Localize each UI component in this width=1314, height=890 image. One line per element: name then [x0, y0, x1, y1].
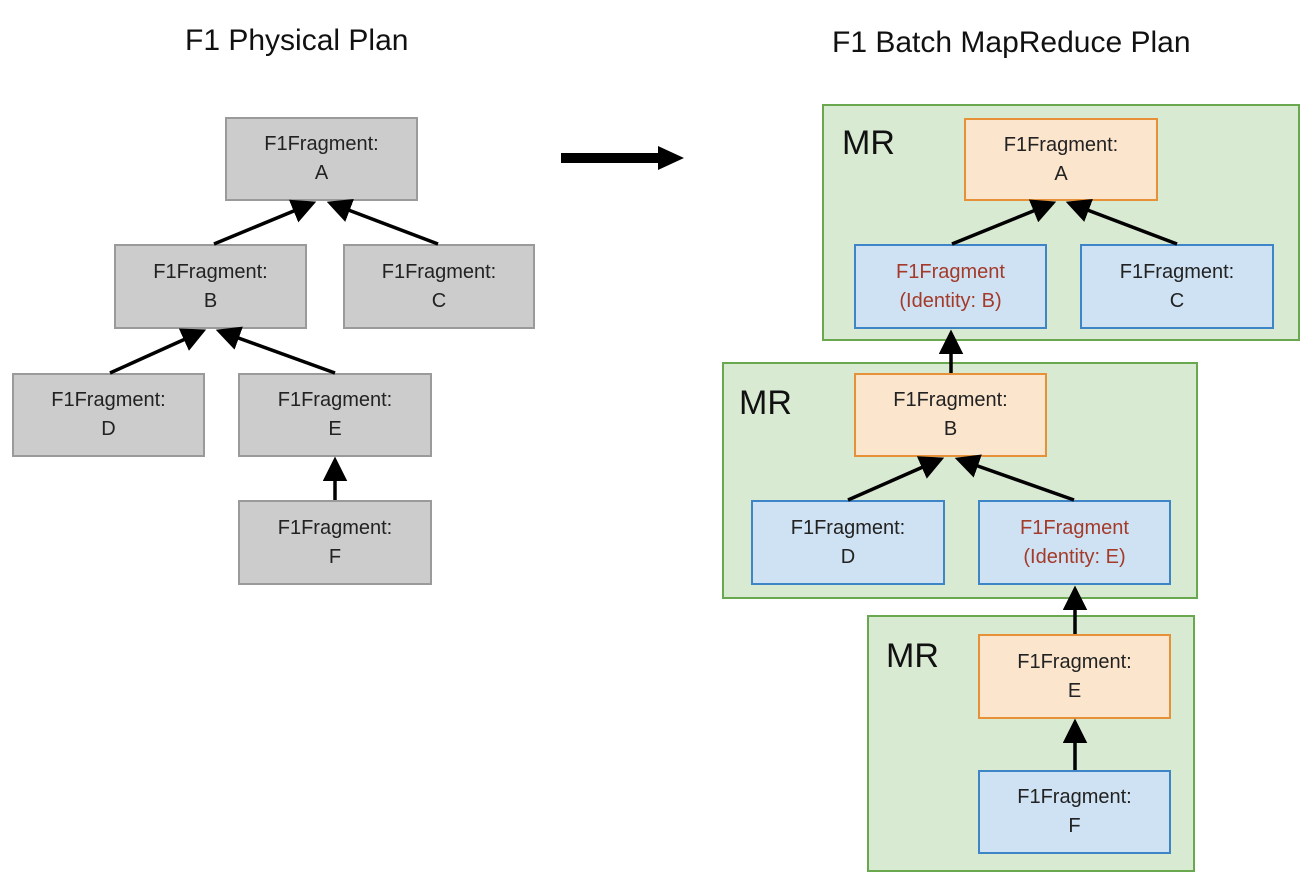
fragment-id: E [328, 418, 342, 440]
fragment-id: B [203, 289, 218, 312]
mr2-fragment-b: F1Fragment: B [854, 373, 1047, 457]
fragment-label: F1Fragment [1020, 516, 1129, 539]
fragment-id: F [328, 545, 342, 568]
fragment-label: F1Fragment: [153, 260, 268, 283]
mr-label: MR [842, 124, 895, 162]
fragment-f: F1Fragment: F [238, 500, 432, 585]
arrow-d-to-b-mr [847, 456, 945, 502]
fragment-id: A [1054, 162, 1068, 185]
fragment-id: (Identity: B) [899, 289, 1002, 312]
fragment-id: E [1067, 679, 1082, 702]
mr1-fragment-identity-b: F1Fragment (Identity: B) [854, 244, 1047, 329]
mr3-fragment-f: F1Fragment: F [978, 770, 1171, 854]
fragment-d: F1Fragment: D [12, 373, 205, 457]
fragment-label: F1Fragment: [277, 389, 393, 411]
physical-plan-title: F1 Physical Plan [185, 24, 409, 57]
fragment-id: A [314, 162, 329, 184]
fragment-b: F1Fragment: B [114, 244, 307, 329]
fragment-label: F1Fragment: [790, 516, 906, 539]
fragment-label: F1Fragment: [381, 260, 497, 283]
transform-arrow-head [658, 146, 684, 170]
fragment-label: F1Fragment: [51, 389, 166, 411]
arrow-c-to-a [326, 199, 439, 246]
fragment-id: B [943, 418, 958, 440]
arrow-b-to-a [213, 199, 317, 246]
arrow-e-to-b [215, 326, 336, 375]
mr1-fragment-a: F1Fragment: A [964, 118, 1158, 201]
fragment-id: D [840, 545, 856, 568]
arrow-identity-e-to-b [954, 454, 1075, 502]
arrow-c-to-a-mr [1065, 199, 1178, 246]
mr3-fragment-e: F1Fragment: E [978, 634, 1171, 719]
fragment-id: C [431, 289, 447, 312]
fragment-id: D [101, 418, 116, 440]
fragment-label: F1Fragment: [277, 516, 393, 539]
fragment-id: F [1068, 815, 1081, 837]
fragment-e: F1Fragment: E [238, 373, 432, 457]
fragment-id: C [1169, 289, 1185, 312]
fragment-c: F1Fragment: C [343, 244, 535, 329]
fragment-a: F1Fragment: A [225, 117, 418, 201]
mr-label: MR [886, 637, 939, 675]
mr1-fragment-c: F1Fragment: C [1080, 244, 1274, 329]
mapreduce-plan-title: F1 Batch MapReduce Plan [832, 26, 1191, 59]
fragment-label: F1Fragment: [893, 389, 1008, 411]
mr2-fragment-d: F1Fragment: D [751, 500, 945, 585]
arrow-identity-b-to-a [951, 199, 1057, 246]
mr-label: MR [739, 384, 792, 422]
fragment-label: F1Fragment [896, 260, 1005, 283]
fragment-label: F1Fragment: [1017, 786, 1132, 808]
mr2-fragment-identity-e: F1Fragment (Identity: E) [978, 500, 1171, 585]
fragment-id: (Identity: E) [1023, 545, 1126, 568]
fragment-label: F1Fragment: [264, 133, 379, 155]
fragment-label: F1Fragment: [1003, 133, 1119, 156]
fragment-label: F1Fragment: [1119, 260, 1235, 283]
arrow-d-to-b [109, 328, 207, 375]
fragment-label: F1Fragment: [1017, 650, 1132, 673]
